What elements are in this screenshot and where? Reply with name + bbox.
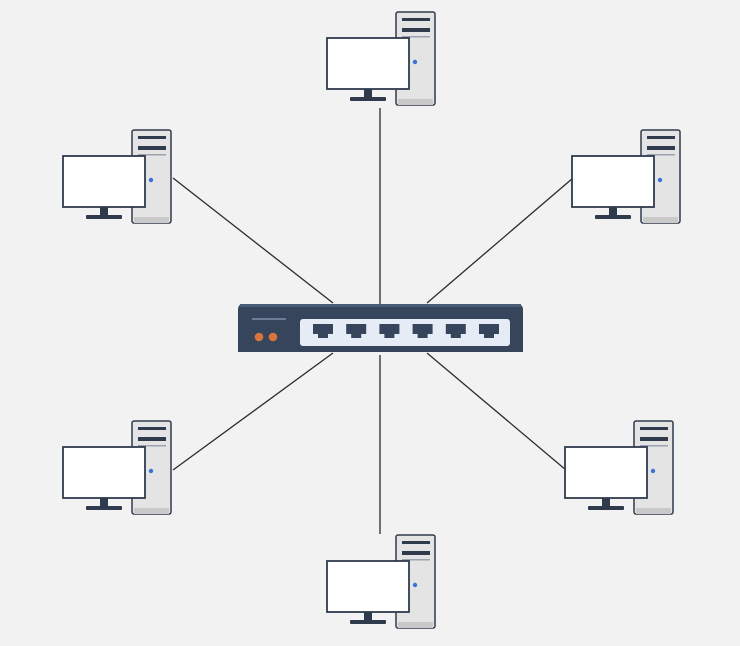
tower-base [636,508,671,514]
drive-bay-slot [138,136,166,139]
tower-base [134,217,169,223]
computer-pc-top [326,11,436,106]
switch-top-edge [240,304,521,307]
tower-divider [402,559,430,561]
network-switch [238,304,523,352]
computer-pc-top-left [62,129,172,224]
cable-pc-top-right [426,177,574,304]
monitor-stand-base [86,506,122,510]
monitor-neck [602,498,610,507]
drive-bay-slot [402,18,430,21]
monitor-neck [364,612,372,621]
power-led-icon [650,468,656,474]
drive-bay-slot [402,551,430,555]
drive-bay-slot [647,146,675,150]
drive-bay-slot [138,427,166,430]
switch-label-strip [252,318,286,320]
monitor-neck [100,207,108,216]
ethernet-port-icon [412,324,433,338]
tower-divider [640,445,668,447]
computer-pc-bottom [326,534,436,629]
monitor-stand-base [588,506,624,510]
tower-divider [647,154,675,156]
status-led-icon [268,332,278,342]
monitor-screen [62,446,146,499]
ethernet-port-icon [346,324,367,338]
tower-base [398,99,433,105]
monitor-neck [609,207,617,216]
drive-bay-slot [138,437,166,441]
monitor-neck [100,498,108,507]
computers [62,11,681,629]
computer-pc-bottom-right [564,420,674,515]
power-led-icon [412,59,418,65]
monitor-screen [326,37,410,90]
cables [172,108,574,534]
power-led-icon [412,582,418,588]
computer-pc-top-right [571,129,681,224]
monitor-stand-base [86,215,122,219]
ethernet-port-icon [445,324,466,338]
ethernet-port-icon [313,324,333,338]
drive-bay-slot [138,146,166,150]
tower-divider [138,445,166,447]
ethernet-port-icon [479,324,499,338]
cable-pc-top-left [172,177,334,304]
tower-base [643,217,678,223]
tower-base [398,622,433,628]
monitor-screen [571,155,655,208]
monitor-neck [364,89,372,98]
monitor-screen [326,560,410,613]
monitor-stand-base [595,215,631,219]
drive-bay-slot [640,427,668,430]
power-led-icon [148,468,154,474]
drive-bay-slot [402,541,430,544]
drive-bay-slot [402,28,430,32]
cable-pc-bottom-left [172,352,334,471]
ethernet-port-icon [379,324,400,338]
status-led-icon [254,332,264,342]
tower-divider [138,154,166,156]
monitor-screen [62,155,146,208]
drive-bay-slot [640,437,668,441]
monitor-stand-base [350,620,386,624]
tower-base [134,508,169,514]
monitor-stand-base [350,97,386,101]
computer-pc-bottom-left [62,420,172,515]
tower-divider [402,36,430,38]
cable-pc-bottom-right [426,352,567,471]
monitor-screen [564,446,648,499]
power-led-icon [148,177,154,183]
drive-bay-slot [647,136,675,139]
power-led-icon [657,177,663,183]
